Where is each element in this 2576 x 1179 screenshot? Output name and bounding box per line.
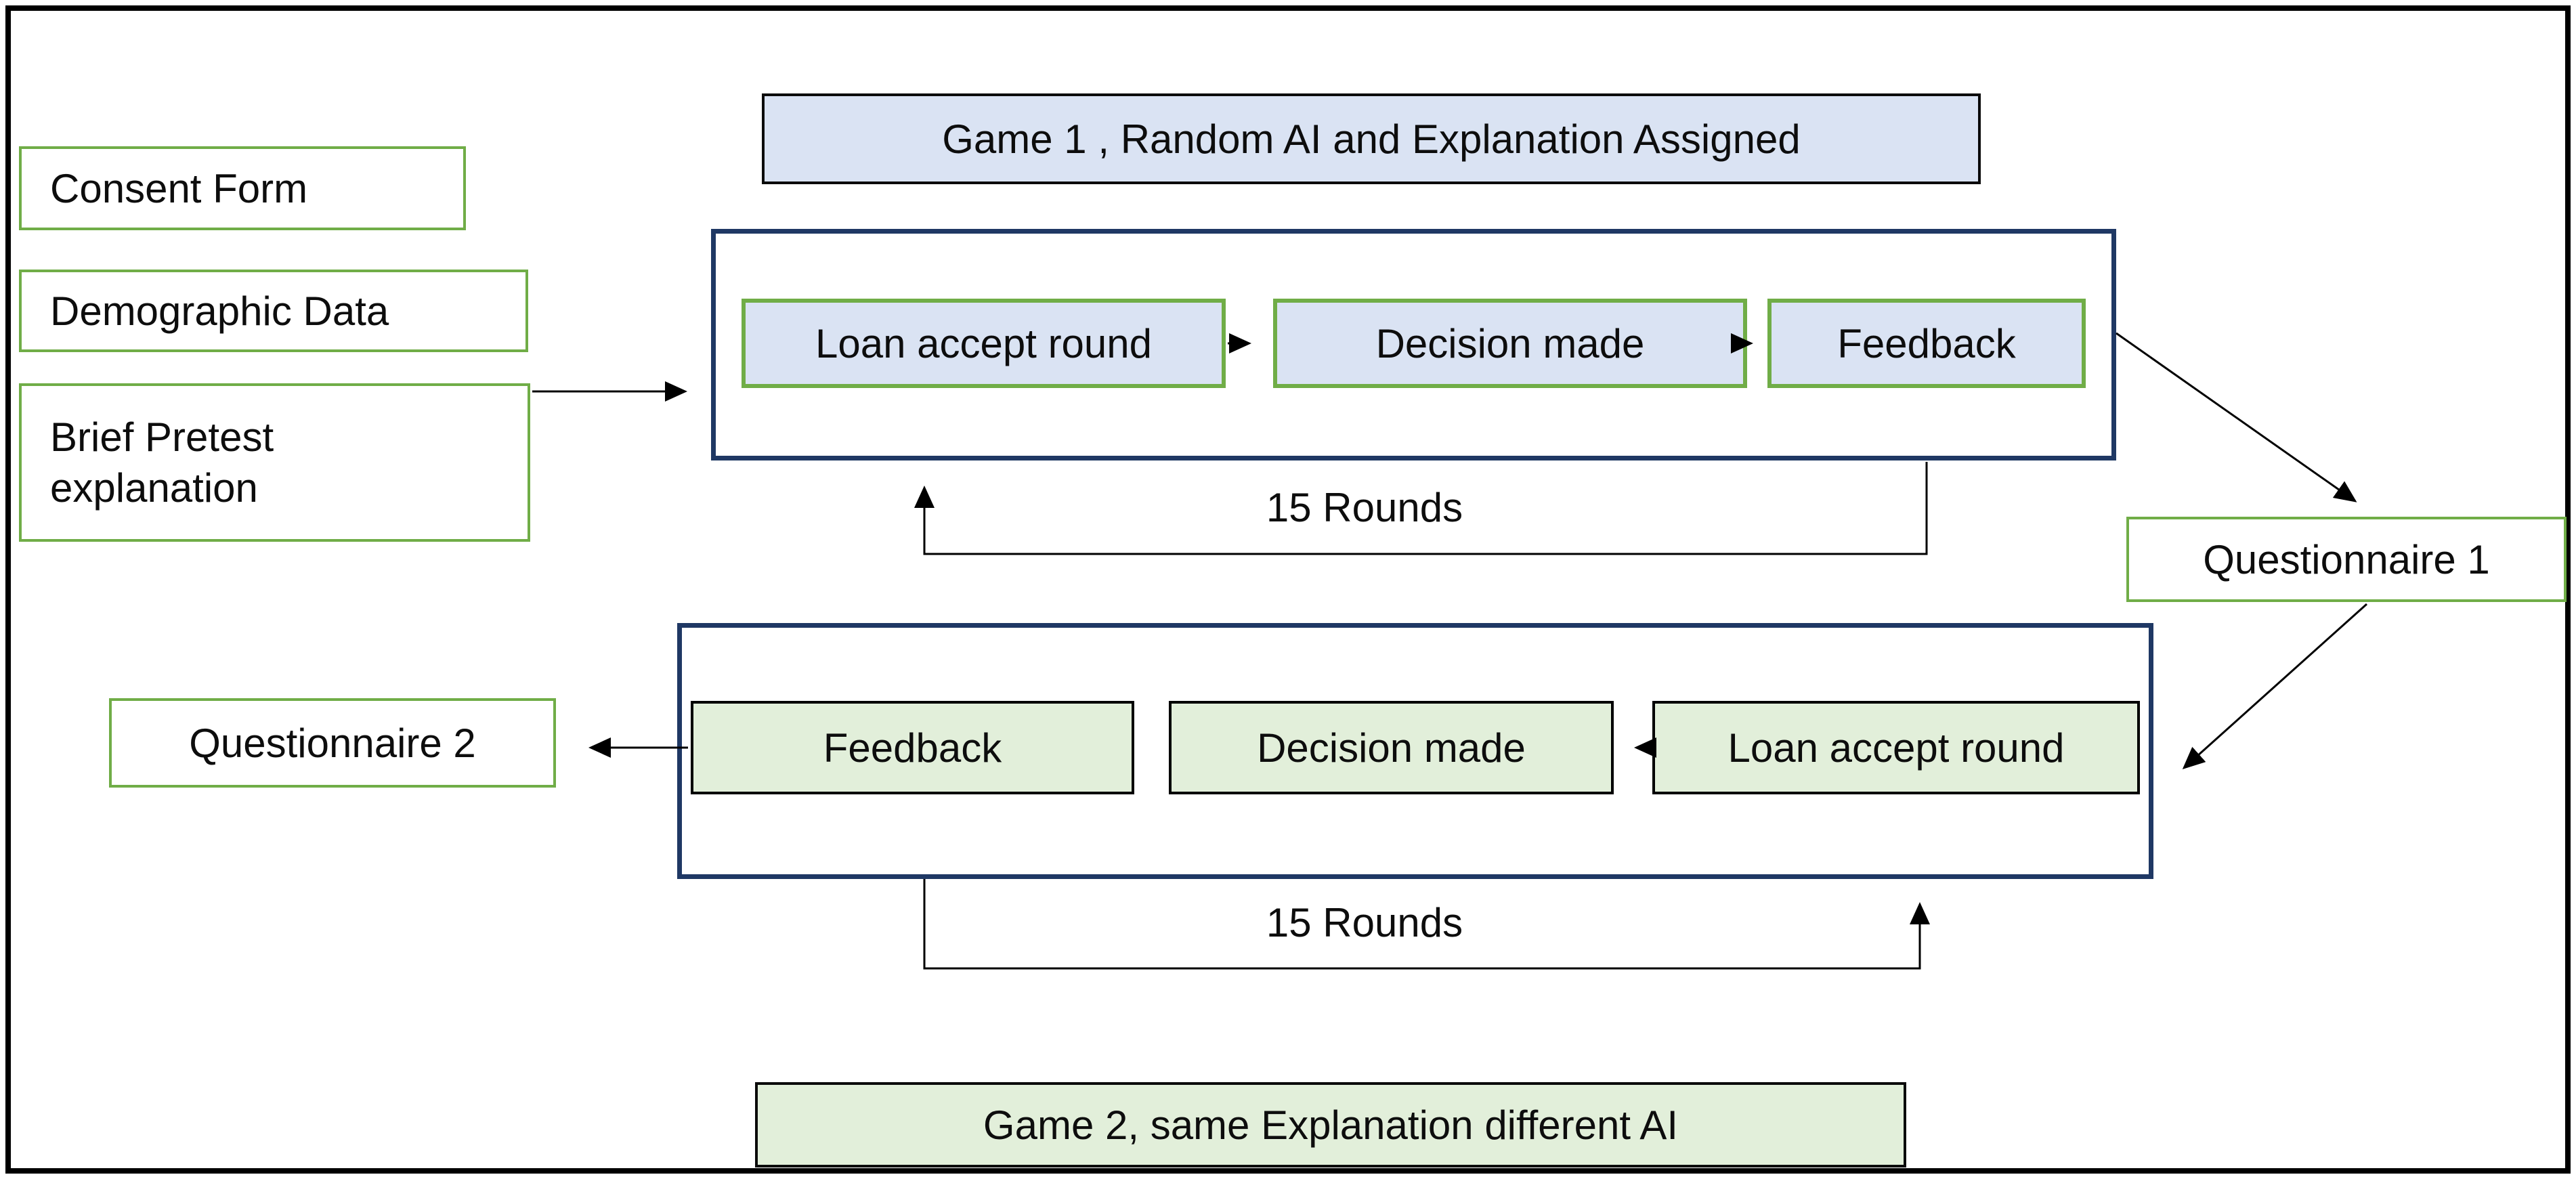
demographic-data-label: Demographic Data [50, 288, 389, 334]
game2-rounds-label: 15 Rounds [1266, 899, 1463, 945]
game1-step-decision-made: Decision made [1273, 299, 1747, 388]
game2-step-label: Loan accept round [1727, 725, 2065, 771]
consent-form-label: Consent Form [50, 165, 308, 211]
game2-loop-container [677, 623, 2153, 879]
game1-step-label: Feedback [1837, 320, 2016, 366]
questionnaire2-box: Questionnaire 2 [109, 698, 556, 788]
brief-pretest-box: Brief Pretest explanation [19, 383, 530, 542]
game1-step-label: Decision made [1375, 320, 1645, 366]
game1-title-label: Game 1 , Random AI and Explanation Assig… [942, 116, 1801, 162]
questionnaire1-label: Questionnaire 1 [2203, 536, 2490, 582]
game1-step-label: Loan accept round [815, 320, 1153, 366]
game2-step-label: Decision made [1257, 725, 1526, 771]
game1-step-feedback: Feedback [1767, 299, 2086, 388]
demographic-data-box: Demographic Data [19, 270, 528, 352]
game2-step-decision-made: Decision made [1169, 701, 1614, 794]
game2-title-label: Game 2, same Explanation different AI [983, 1102, 1679, 1148]
questionnaire2-label: Questionnaire 2 [189, 720, 476, 766]
outer-frame [5, 5, 2571, 1174]
game2-step-loan-accept-round: Loan accept round [1652, 701, 2140, 794]
consent-form-box: Consent Form [19, 146, 466, 230]
questionnaire1-box: Questionnaire 1 [2126, 517, 2567, 602]
game2-title-box: Game 2, same Explanation different AI [755, 1082, 1906, 1167]
brief-pretest-label: Brief Pretest explanation [50, 414, 274, 511]
game1-rounds-label: 15 Rounds [1266, 484, 1463, 530]
game2-step-label: Feedback [823, 725, 1002, 771]
game1-title-box: Game 1 , Random AI and Explanation Assig… [762, 93, 1981, 184]
game2-step-feedback: Feedback [691, 701, 1134, 794]
game1-step-loan-accept-round: Loan accept round [742, 299, 1226, 388]
game1-loop-container [711, 229, 2116, 460]
